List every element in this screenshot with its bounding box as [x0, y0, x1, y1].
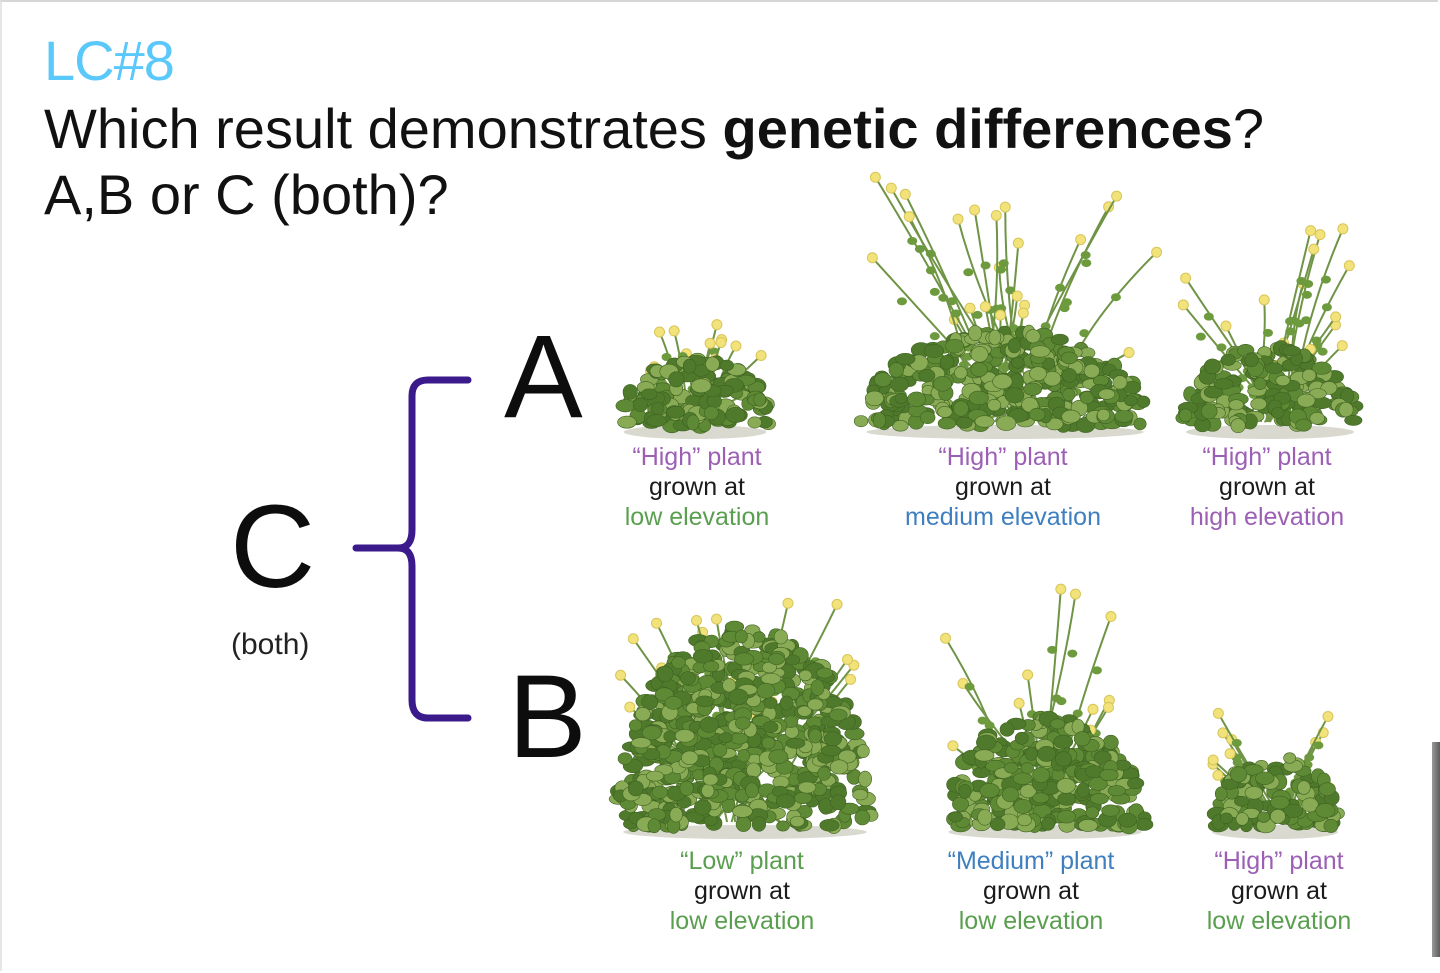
question-suffix: ?	[1232, 97, 1265, 160]
caption-b-1-elevation: low elevation	[669, 907, 815, 935]
plant-b-low	[608, 597, 879, 839]
caption-b-3-elevation: low elevation	[1206, 907, 1352, 935]
question-line-2: A,B or C (both)?	[44, 163, 449, 226]
question-bold: genetic differences	[722, 97, 1233, 160]
caption-a-3-elevation: high elevation	[1189, 503, 1345, 531]
label-c: C	[230, 481, 316, 613]
caption-b-2-plant: “Medium” plant	[947, 847, 1115, 875]
adjacent-window-edge	[1432, 742, 1440, 957]
caption-a-2: “High” plant grown at medium elevation	[873, 442, 1133, 532]
caption-a-2-elevation: medium elevation	[905, 503, 1101, 531]
caption-b-3-plant: “High” plant	[1214, 847, 1344, 875]
plant-b-medium	[940, 583, 1154, 839]
caption-a-1-plant: “High” plant	[632, 443, 762, 471]
label-c-both: (both)	[231, 628, 310, 661]
caption-b-2-elevation: low elevation	[958, 907, 1104, 935]
caption-b-1-plant: “Low” plant	[680, 847, 804, 875]
caption-a-1-elevation: low elevation	[624, 503, 770, 531]
caption-a-2-plant: “High” plant	[938, 443, 1068, 471]
slide-number: LC#8	[44, 29, 175, 92]
plant-b-high	[1206, 707, 1345, 839]
question-line-1: Which result demonstrates genetic differ…	[44, 96, 1264, 162]
caption-b-3-grown: grown at	[1231, 877, 1327, 905]
caption-a-3-plant: “High” plant	[1202, 443, 1332, 471]
plant-a-low	[615, 319, 776, 439]
caption-b-1-grown: grown at	[694, 877, 790, 905]
question-text: Which result demonstrates genetic differ…	[44, 96, 1264, 228]
curly-bracket	[352, 376, 472, 722]
caption-a-3: “High” plant grown at high elevation	[1137, 442, 1397, 532]
plant-a-medium	[853, 171, 1163, 439]
caption-a-3-grown: grown at	[1219, 473, 1315, 501]
caption-b-1: “Low” plant grown at low elevation	[612, 846, 872, 936]
caption-a-1: “High” plant grown at low elevation	[567, 442, 827, 532]
label-b: B	[508, 651, 587, 783]
caption-b-2-grown: grown at	[983, 877, 1079, 905]
caption-a-2-grown: grown at	[955, 473, 1051, 501]
label-a: A	[504, 311, 583, 443]
question-prefix: Which result demonstrates	[44, 97, 723, 160]
plant-a-high	[1175, 223, 1364, 439]
caption-a-1-grown: grown at	[649, 473, 745, 501]
caption-b-3: “High” plant grown at low elevation	[1149, 846, 1409, 936]
caption-b-2: “Medium” plant grown at low elevation	[901, 846, 1161, 936]
